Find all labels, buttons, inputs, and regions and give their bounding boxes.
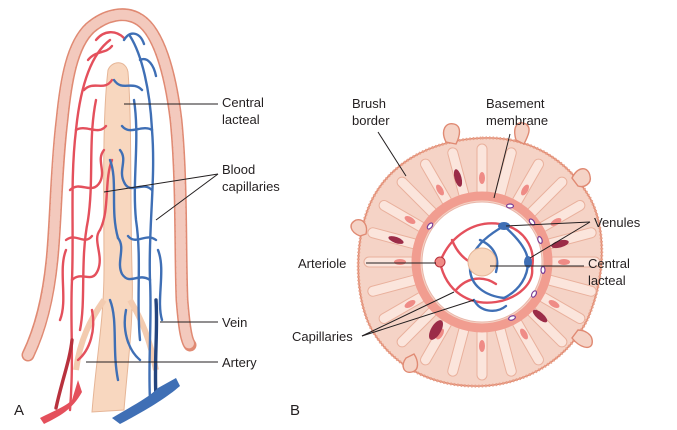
cell-nuclei: [394, 172, 570, 352]
panel-a-villus-longitudinal: Central lacteal Blood capillaries Vein A…: [14, 8, 280, 424]
leader-blood-capillaries-2: [155, 173, 219, 221]
arteriole-b: [434, 256, 446, 268]
basement-membrane-b: [411, 191, 553, 333]
vein-a: [153, 298, 159, 400]
label-venules: Venules: [594, 215, 641, 230]
label-central-lacteal-b-1: Central: [588, 256, 630, 271]
arterial-capillaries-a: [40, 31, 126, 424]
label-central-lacteal-a-1: Central: [222, 95, 264, 110]
leader-venules-2: [529, 221, 591, 259]
leader-capillaries-2: [361, 299, 475, 337]
label-blood-capillaries-2: capillaries: [222, 179, 280, 194]
venous-capillaries-a: [108, 32, 180, 424]
label-vein: Vein: [222, 315, 247, 330]
central-lacteal-b: [467, 247, 497, 277]
leader-brush-border: [377, 131, 407, 177]
label-arteriole: Arteriole: [298, 256, 346, 271]
vein-a-trunk: [112, 378, 180, 424]
extruding-cells: [350, 122, 593, 373]
label-artery: Artery: [222, 355, 257, 370]
lacteal-branch-left: [73, 298, 107, 371]
goblet-cells: [388, 169, 569, 340]
panel-letter-b: B: [290, 402, 300, 419]
label-central-lacteal-b-2: lacteal: [588, 273, 626, 288]
artery-a: [54, 338, 74, 410]
lacteal-branch-right: [127, 298, 159, 371]
label-central-lacteal-a-2: lacteal: [222, 112, 260, 127]
label-blood-capillaries-1: Blood: [222, 162, 255, 177]
leader-blood-capillaries-1: [103, 173, 219, 193]
brush-border-b: [356, 136, 604, 388]
label-brush-border-1: Brush: [352, 96, 386, 111]
leader-capillaries-1: [361, 291, 455, 337]
panel-b-villus-cross-section: Brush border Basement membrane Venules A…: [290, 96, 641, 419]
epithelium-fill: [23, 9, 195, 360]
venule-1: [498, 222, 510, 230]
label-basement-membrane-1: Basement: [486, 96, 545, 111]
artery-a-trunk: [40, 380, 82, 424]
label-brush-border-2: border: [352, 113, 390, 128]
label-basement-membrane-2: membrane: [486, 113, 548, 128]
leader-basement-membrane: [493, 133, 511, 199]
membrane-nuclei: [426, 203, 546, 321]
panel-letter-a: A: [14, 402, 24, 419]
leader-venules-1: [505, 221, 591, 227]
label-capillaries: Capillaries: [292, 329, 353, 344]
venule-2: [524, 256, 532, 268]
